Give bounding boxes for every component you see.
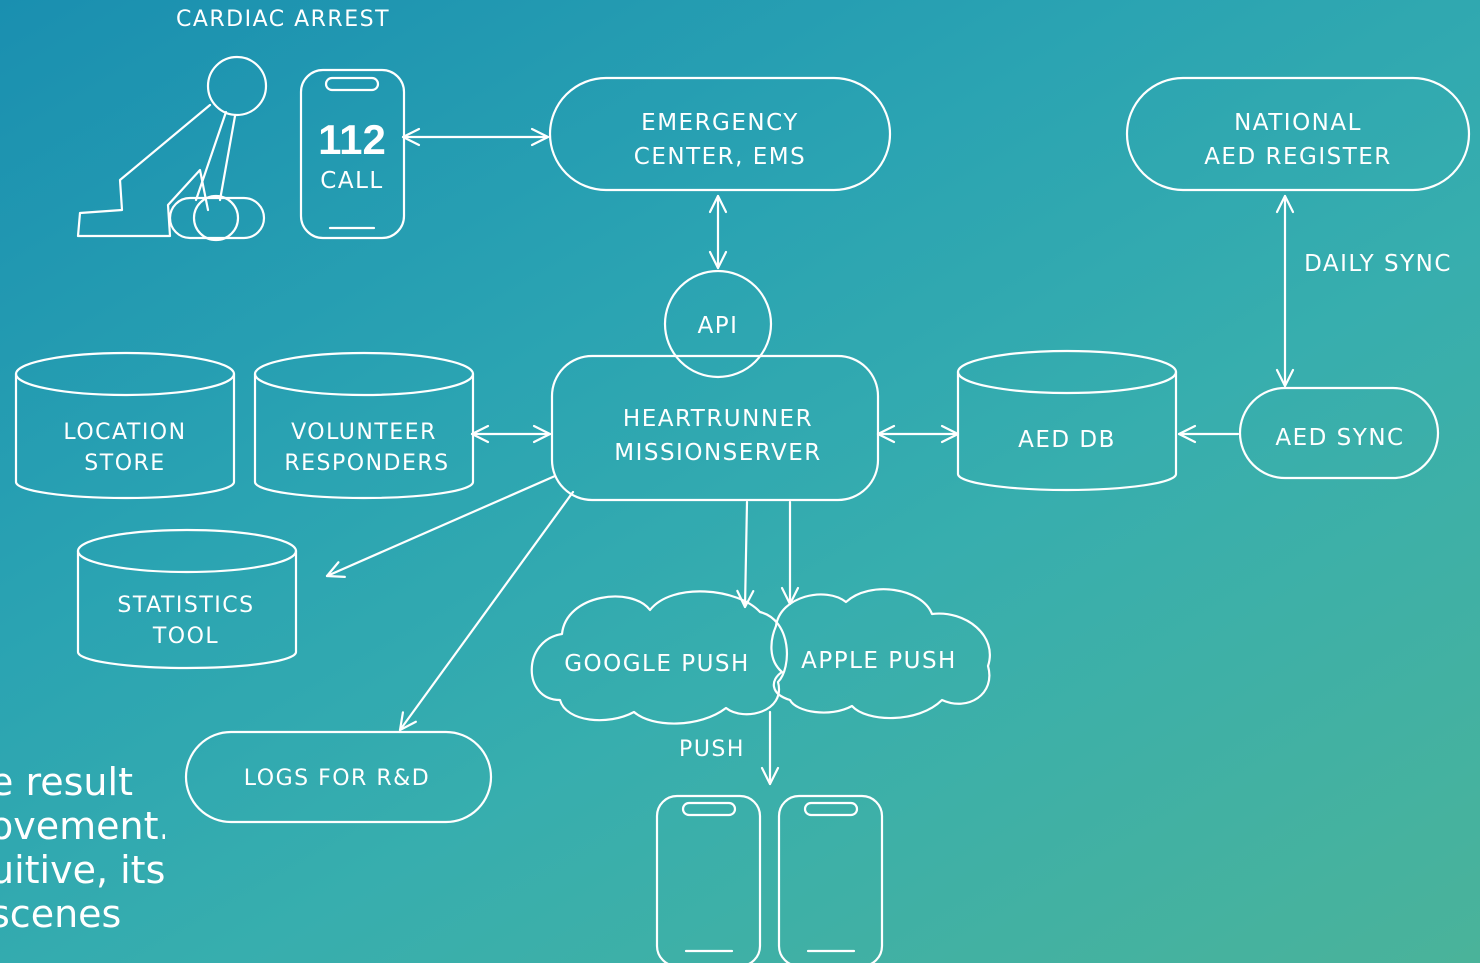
national-aed-register-label-1: NATIONAL (1234, 110, 1362, 136)
connector-server-google (736, 500, 755, 609)
aed-sync-label: AED SYNC (1275, 425, 1404, 451)
connectors (325, 127, 1295, 786)
google-push-label: GOOGLE PUSH (564, 651, 750, 677)
call-number: 112 (318, 116, 386, 163)
apple-push-label: APPLE PUSH (801, 648, 957, 674)
emergency-center-label-2: CENTER, EMS (634, 144, 806, 170)
heartrunner-label-1: HEARTRUNNER (623, 406, 813, 432)
cpr-person-icon (76, 55, 268, 242)
body-text-line-3: uitive, its (0, 848, 165, 892)
heartrunner-label-2: MISSIONSERVER (614, 440, 822, 466)
body-text-line-2: ovement. (0, 804, 165, 848)
location-store-db (14, 351, 236, 500)
statistics-tool-db (76, 528, 298, 670)
body-text-line-4: scenes (0, 892, 122, 936)
heartrunner-missionserver-node (550, 354, 880, 502)
body-text-line-1: e result (0, 760, 133, 804)
smartphone-icon-1 (655, 794, 762, 963)
location-store-label-1: LOCATION (63, 420, 186, 445)
aed-sync-node (1238, 386, 1440, 480)
statistics-tool-label-2: TOOL (152, 624, 219, 649)
statistics-tool-label-1: STATISTICS (117, 593, 254, 618)
call-label: CALL (320, 168, 383, 194)
google-push-cloud (530, 590, 788, 725)
push-label: PUSH (679, 737, 745, 762)
emergency-center-label-1: EMERGENCY (641, 110, 799, 136)
aed-db (956, 349, 1178, 492)
api-node (663, 269, 773, 379)
volunteer-responders-label-2: RESPONDERS (284, 451, 449, 476)
national-aed-register-label-2: AED REGISTER (1204, 144, 1392, 170)
cardiac-arrest-label: CARDIAC ARREST (176, 7, 390, 32)
daily-sync-label: DAILY SYNC (1304, 251, 1452, 277)
volunteer-responders-db (253, 351, 475, 500)
location-store-label-2: STORE (84, 451, 165, 476)
smartphone-icon-2 (777, 794, 884, 963)
connector-server-statistics (325, 474, 557, 578)
emergency-center-node (548, 76, 892, 192)
aed-db-label: AED DB (1018, 427, 1116, 453)
logs-node (184, 730, 493, 824)
cropped-body-text: e result ovement. uitive, its scenes (0, 760, 165, 936)
volunteer-responders-label-1: VOLUNTEER (291, 420, 437, 445)
api-label: API (698, 313, 739, 339)
connector-server-logs (398, 490, 575, 732)
apple-push-cloud (770, 588, 991, 720)
phone-call-icon (299, 68, 406, 240)
national-aed-register-node (1125, 76, 1471, 192)
logs-label: LOGS FOR R&D (244, 766, 430, 791)
